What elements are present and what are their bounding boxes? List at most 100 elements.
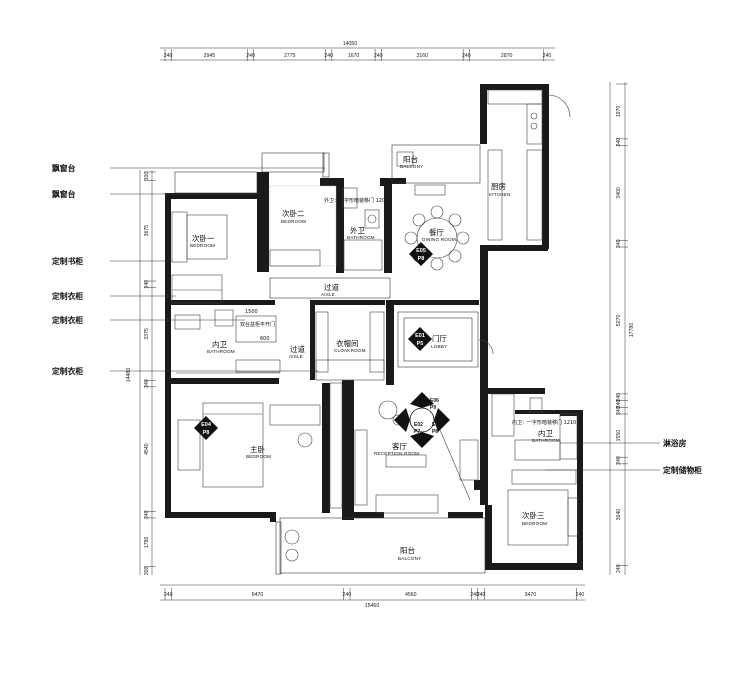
room-living-en: RECEPTION ROOM (374, 451, 419, 456)
svg-text:P8: P8 (203, 430, 210, 436)
tag-e02-page: P7 (414, 429, 420, 435)
bottom-dim-4: 240 (470, 592, 479, 598)
right-dim-7: 240 (616, 406, 622, 415)
top-dim-2: 240 (246, 53, 255, 59)
room-cloakroom: 衣帽间 (336, 338, 359, 348)
right-dim-6: 240 (616, 400, 622, 409)
right-dim-4: 5270 (616, 315, 622, 327)
room-bathroom-inner-en: BATHROOM (207, 349, 235, 354)
room-dining: 餐厅 (429, 228, 444, 237)
left-dim-2: 240 (144, 280, 150, 289)
bottom-dim-1: 6470 (252, 592, 264, 598)
right-dimensions: 17780 1970240340024052702402402401550240… (609, 82, 635, 575)
label-custom-wardrobe-1: 定制衣柜 (51, 291, 83, 301)
label-bay-window-1: 飘窗台 (52, 163, 76, 173)
tag-e01: E01 P5 (408, 327, 432, 351)
left-dim-1: 3675 (144, 225, 150, 237)
room-aisle-top-en: AISLE (321, 292, 335, 297)
left-dim-5: 4540 (144, 443, 150, 455)
room-master-en: BEDROOM (246, 454, 271, 459)
right-dim-9: 240 (616, 456, 622, 465)
tag-e06-page: P9 (430, 405, 436, 411)
note-outer-door: 外卫：一字形暗装移门 1200 (324, 197, 388, 204)
room-bedroom3: 次卧三 (522, 510, 545, 520)
room-balcony-top-en: BALCONY (400, 164, 423, 169)
room-bathroom-inner: 内卫 (212, 339, 227, 349)
top-dim-5: 1670 (348, 53, 360, 59)
left-dim-6: 240 (144, 510, 150, 519)
svg-text:P5: P5 (417, 341, 424, 347)
room-kitchen-en: KITCHEN (489, 192, 511, 197)
room-lobby-en: LOBBY (431, 344, 447, 349)
left-dim-8: 300 (144, 566, 150, 575)
right-dim-1: 240 (616, 138, 622, 147)
notes: 外卫：一字形暗装移门 1200 内卫：一字形暗装移门 1210 右 1500 6… (240, 197, 583, 426)
bottom-dim-0: 240 (164, 592, 173, 598)
right-dim-2: 3400 (616, 187, 622, 199)
top-dim-4: 240 (324, 53, 333, 59)
left-total-dim: 14480 (126, 368, 132, 383)
bottom-dim-6: 3470 (525, 592, 537, 598)
furniture (110, 89, 660, 575)
top-total-dim: 14050 (343, 41, 358, 47)
room-bedroom2-en: BEDROOM (281, 219, 306, 224)
right-dim-0: 1970 (616, 106, 622, 118)
note-inner-mirror: 1500 (245, 309, 258, 315)
room-balcony-top: 阳台 (403, 154, 418, 164)
tag-cluster: E06 P9 E02 P7 E03 P6 (394, 392, 450, 448)
elevation-tags: E05 P8 E01 P5 E04 P8 E06 P9 E02 P7 E03 P… (194, 242, 450, 448)
room-dining-en: DINING ROOM (422, 237, 456, 242)
note-inner-door: 内卫：一字形暗装移门 1210 右 (512, 419, 583, 426)
top-dim-1: 2945 (204, 53, 216, 59)
room-master: 主卧 (250, 444, 265, 454)
tag-e02-id: E02 (414, 422, 423, 428)
right-dim-10: 3640 (616, 509, 622, 521)
top-dim-8: 240 (462, 53, 471, 59)
svg-text:E04: E04 (201, 422, 212, 428)
room-kitchen: 厨房 (491, 181, 506, 191)
label-custom-wardrobe-2: 定制衣柜 (51, 315, 83, 325)
room-bathroom3: 内卫 (538, 428, 553, 438)
label-custom-storage: 定制储物柜 (662, 465, 702, 475)
bottom-dim-2: 240 (343, 592, 352, 598)
tag-e06-id: E06 (430, 398, 439, 404)
right-dim-8: 1550 (616, 430, 622, 442)
tag-e05: E05 P8 (409, 242, 433, 266)
right-total-dim: 17780 (629, 323, 635, 338)
svg-text:P8: P8 (418, 256, 425, 262)
room-aisle-top: 过道 (324, 282, 339, 292)
top-dim-7: 3160 (416, 53, 428, 59)
label-custom-bookcase: 定制书柜 (51, 256, 83, 266)
room-aisle-mid-en: AISLE (289, 354, 303, 359)
room-balcony-bottom: 阳台 (400, 545, 415, 555)
bottom-dim-7: 240 (575, 592, 584, 598)
room-bedroom2: 次卧二 (282, 208, 305, 218)
room-cloakroom-en: CLOAKROOM (334, 348, 366, 353)
label-shower-room: 淋浴房 (663, 438, 687, 448)
label-bay-window-2: 飘窗台 (52, 189, 76, 199)
bottom-dim-5: 240 (477, 592, 486, 598)
note-inner-vanity: 双台盆柜平开门 (240, 321, 275, 328)
right-dim-11: 240 (616, 564, 622, 573)
room-labels: 阳台 BALCONY 厨房 KITCHEN 餐厅 DINING ROOM 次卧二… (190, 154, 560, 561)
top-dim-10: 240 (543, 53, 552, 59)
top-dim-3: 2775 (284, 53, 296, 59)
note-inner-cab: 600 (260, 336, 270, 342)
left-dim-4: 240 (144, 379, 150, 388)
side-labels: 飘窗台 飘窗台 定制书柜 定制衣柜 定制衣柜 定制衣柜 淋浴房 定制储物柜 (51, 163, 702, 475)
room-bathroom3-en: BATHROOM (532, 438, 560, 443)
svg-text:E01: E01 (415, 333, 425, 339)
left-dim-3: 3375 (144, 328, 150, 340)
right-dim-5: 240 (616, 393, 622, 402)
room-balcony-bottom-en: BALCONY (398, 556, 421, 561)
room-aisle-mid: 过道 (290, 344, 305, 354)
room-bathroom-outer-en: BATHROOM (347, 235, 375, 240)
svg-text:E05: E05 (416, 248, 426, 254)
room-living: 客厅 (392, 441, 407, 451)
room-bedroom3-en: BEDROOM (522, 521, 547, 526)
right-dim-3: 240 (616, 239, 622, 248)
